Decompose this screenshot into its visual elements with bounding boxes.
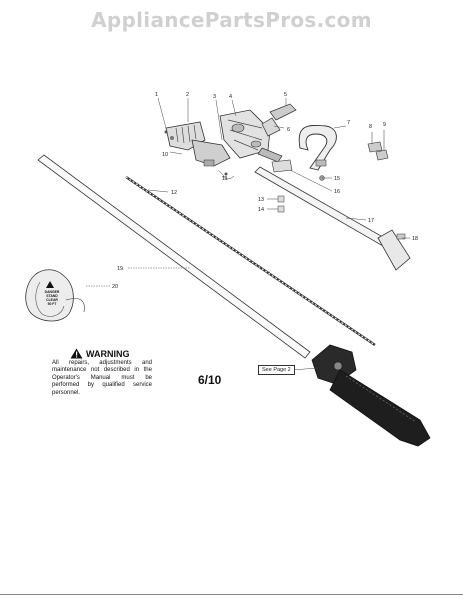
callout-10: 10 xyxy=(162,152,168,158)
callout-18: 18 xyxy=(412,236,418,242)
page-number: 6/10 xyxy=(198,373,222,387)
callout-8: 8 xyxy=(369,124,372,130)
callout-3: 3 xyxy=(213,94,216,100)
shaft-tube xyxy=(37,154,311,359)
warning-text: All repairs, adjustments and maintenance… xyxy=(52,360,152,396)
callout-1: 1 xyxy=(155,92,158,98)
decal-line: CLEAR xyxy=(46,298,58,302)
bottom-divider xyxy=(0,594,463,595)
callout-13: 13 xyxy=(258,197,264,203)
pole-saw-head xyxy=(311,344,431,447)
decal-line: STAND xyxy=(46,294,58,298)
hardware xyxy=(221,159,325,213)
callout-2: 2 xyxy=(186,92,189,98)
callouts: 1 2 3 4 5 6 7 8 9 10 11 12 13 14 15 16 1… xyxy=(112,92,418,290)
engine-housing xyxy=(164,109,271,167)
warning-title: WARNING xyxy=(86,348,130,359)
callout-5: 5 xyxy=(284,92,287,98)
trigger-assembly xyxy=(257,103,297,163)
callout-15: 15 xyxy=(334,176,340,182)
warning-heading: WARNING xyxy=(70,348,152,359)
callout-12: 12 xyxy=(171,190,177,196)
warning-notice: WARNING All repairs, adjustments and mai… xyxy=(52,348,152,397)
drive-cable xyxy=(125,176,376,346)
callout-9: 9 xyxy=(383,122,386,128)
loop-handle xyxy=(298,125,337,171)
watermark: AppliancePartsPros.com xyxy=(91,8,372,32)
decal-line: 50 FT xyxy=(47,302,57,306)
callout-14: 14 xyxy=(258,207,264,213)
leader-lines xyxy=(86,97,410,371)
warning-triangle-icon xyxy=(70,348,83,359)
callout-20: 20 xyxy=(112,284,118,290)
see-page-reference: See Page 2 xyxy=(258,365,295,375)
decal-line: DANGER xyxy=(44,290,60,294)
callout-16: 16 xyxy=(334,189,340,195)
danger-decal xyxy=(25,269,85,322)
callout-17: 17 xyxy=(368,218,374,224)
callout-19: 19 xyxy=(117,266,123,272)
lower-tube xyxy=(254,166,411,271)
callout-6: 6 xyxy=(287,127,290,133)
callout-11: 11 xyxy=(222,176,228,182)
callout-7: 7 xyxy=(347,120,350,126)
callout-4: 4 xyxy=(229,94,232,100)
clamp-parts xyxy=(367,130,389,161)
danger-decal-text: DANGER STAND CLEAR 50 FT xyxy=(40,290,64,306)
